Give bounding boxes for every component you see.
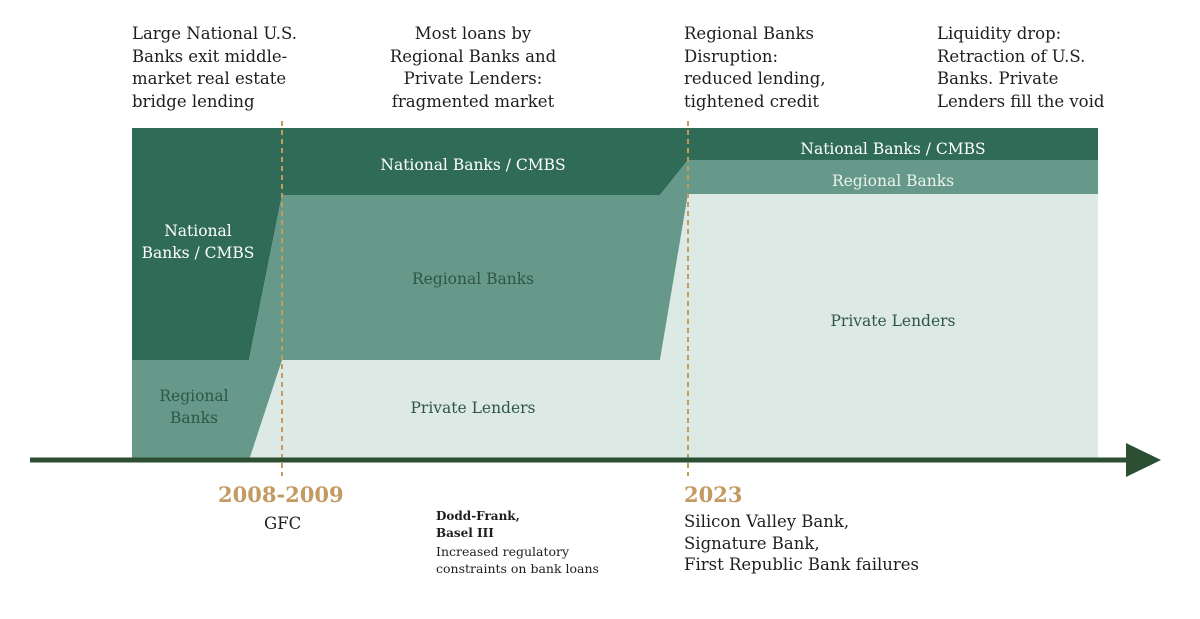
band-p3-national-banks: [688, 128, 1098, 160]
label-p3-national-banks: National Banks / CMBS: [800, 140, 985, 158]
note-regulatory-constraints: Increased regulatory constraints on bank…: [436, 544, 599, 576]
band-p1-regional-banks: [132, 360, 282, 460]
milestone-year-2008-2009: 2008-2009: [218, 482, 344, 507]
timeline-arrowhead-icon: [1126, 443, 1161, 477]
note-dodd-frank-basel: Dodd-Frank, Basel III: [436, 509, 520, 540]
label-p2-private-lenders: Private Lenders: [410, 399, 535, 417]
band-p3-private-lenders: [688, 194, 1098, 460]
band-p2-regional-wedge: [249, 195, 282, 360]
label-p1-national-banks: National: [164, 222, 232, 240]
caption-large-national-banks-exit: Large National U.S. Banks exit middle- m…: [132, 24, 297, 111]
label-p1-regional-banks-line2: Banks: [170, 409, 218, 427]
label-p2-national-banks: National Banks / CMBS: [380, 156, 565, 174]
milestone-year-2023: 2023: [684, 482, 743, 507]
band-p2-regional-banks: [282, 160, 688, 360]
caption-regional-banks-disruption: Regional Banks Disruption: reduced lendi…: [684, 24, 826, 111]
milestone-bank-failures: Silicon Valley Bank, Signature Bank, Fir…: [684, 512, 920, 574]
milestone-label-gfc: GFC: [264, 514, 302, 533]
band-p2-national-banks: [282, 128, 688, 195]
label-p1-regional-banks: Regional: [159, 387, 228, 405]
band-p1-national-banks: [132, 128, 282, 360]
label-p3-private-lenders: Private Lenders: [830, 312, 955, 330]
label-p1-national-banks-line2: Banks / CMBS: [142, 244, 255, 262]
caption-fragmented-market: Most loans by Regional Banks and Private…: [389, 24, 557, 111]
band-p3-regional-banks: [688, 160, 1098, 194]
label-p3-regional-banks: Regional Banks: [832, 172, 954, 190]
label-p2-regional-banks: Regional Banks: [412, 270, 534, 288]
band-p2-private-wedge: [249, 360, 282, 460]
band-p2-private-lenders: [282, 194, 688, 460]
caption-liquidity-drop: Liquidity drop: Retraction of U.S. Banks…: [937, 24, 1105, 111]
